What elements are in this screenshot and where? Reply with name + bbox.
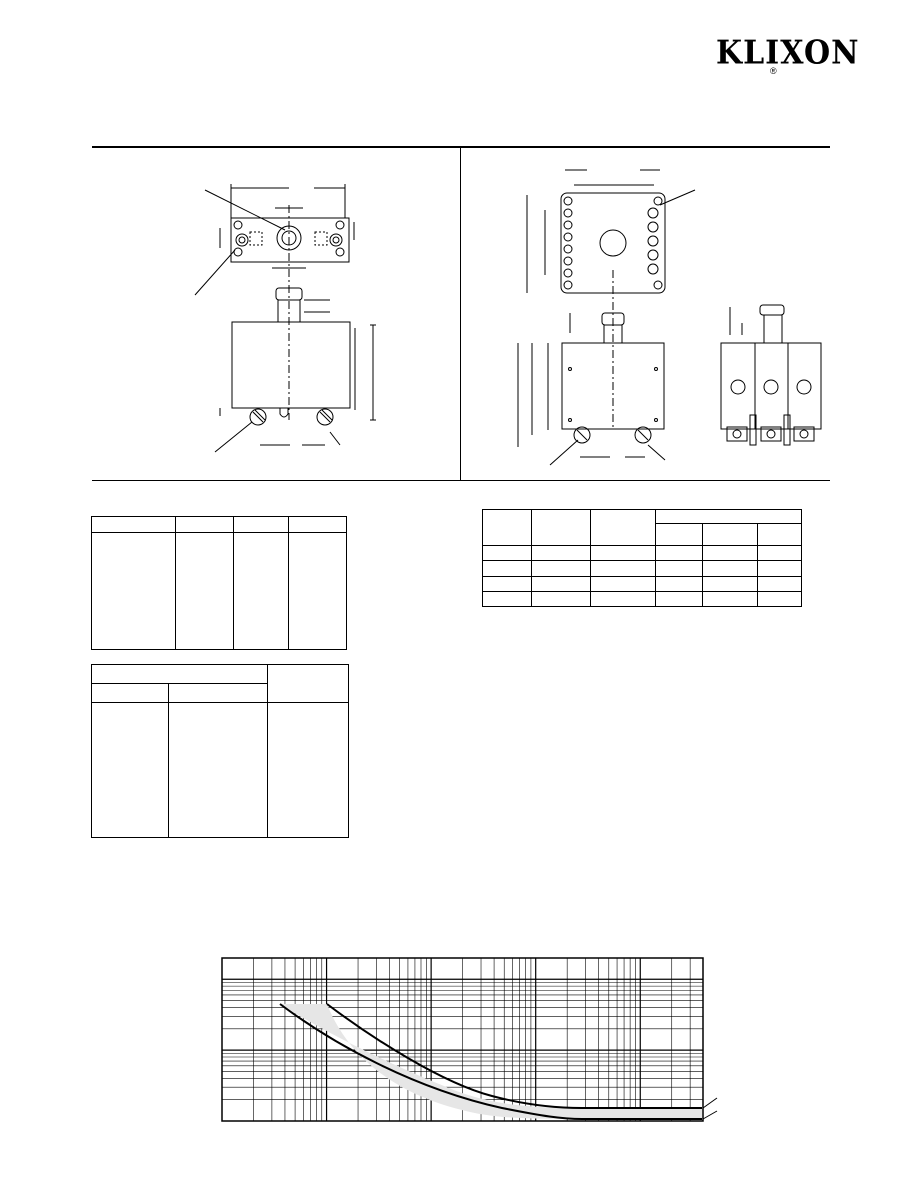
klixon-logo: KLIXON ® <box>716 34 859 78</box>
logo-wordmark: KLIXON <box>716 34 860 73</box>
leader-lower <box>702 1110 718 1120</box>
curve-upper <box>326 1003 702 1109</box>
chart-grid <box>222 958 703 1121</box>
chart-frame <box>221 957 704 1122</box>
top-rule <box>92 146 830 148</box>
spec-table-2 <box>91 664 349 838</box>
spec-table-1 <box>91 516 347 650</box>
left-breaker-drawing <box>194 184 376 453</box>
spec-table-3 <box>482 509 802 608</box>
right-breaker-drawing <box>517 169 822 466</box>
curve-lower <box>279 1003 702 1120</box>
tolerance-band <box>280 1004 702 1119</box>
middle-rule <box>92 480 830 481</box>
leader-upper <box>702 1097 718 1109</box>
panel-divider <box>460 148 461 480</box>
trip-curve-chart <box>221 957 718 1122</box>
registered-mark: ® <box>770 66 777 76</box>
